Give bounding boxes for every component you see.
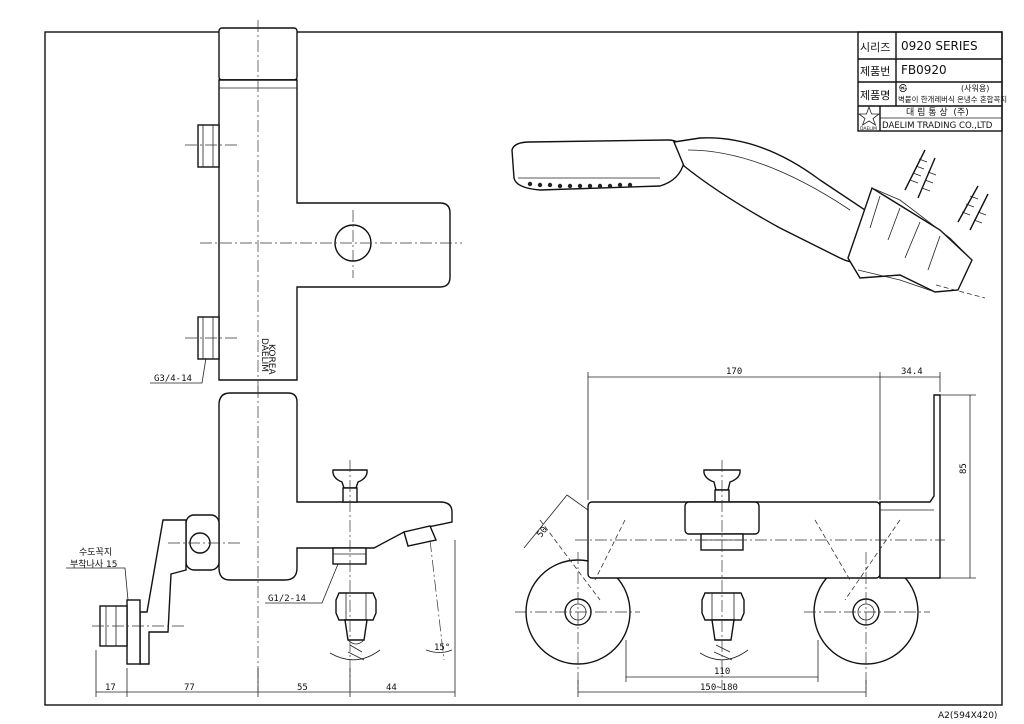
- series-value: 0920 SERIES: [901, 39, 978, 53]
- faucet-thread-label-line2: 부착나사 15: [70, 559, 117, 570]
- hand-shower-view: [511, 137, 989, 299]
- dim-55: 55: [297, 683, 308, 693]
- dim-170: 170: [726, 367, 742, 377]
- drawing-frame: [44, 31, 1003, 706]
- dim-34-4: 34.4: [901, 367, 923, 377]
- part-no-value: FB0920: [901, 63, 947, 77]
- part-no-label: 제품번: [860, 65, 890, 78]
- dim-150-180: 150~180: [700, 683, 738, 693]
- dim-50: 50: [535, 525, 550, 540]
- dim-17: 17: [105, 683, 116, 693]
- company-english: DAELIM TRADING CO.,LTD: [882, 121, 993, 131]
- product-name-line2: 벽붙이 한개레버식 온냉수 혼합꼭지: [898, 95, 1007, 104]
- dim-85: 85: [959, 463, 969, 474]
- title-block: [857, 31, 1003, 132]
- dim-angle-15: 15°: [434, 643, 450, 653]
- top-view: [150, 20, 462, 395]
- series-label: 시리즈: [860, 41, 890, 54]
- company-korean: 대 림 통 상 (주): [906, 106, 969, 118]
- dim-77: 77: [184, 683, 195, 693]
- product-name-label: 제품명: [860, 89, 890, 102]
- product-name-mark: ㉿: [899, 84, 907, 93]
- side-view: [66, 386, 456, 697]
- inlet-thread-label: G3/4-14: [154, 374, 192, 384]
- body-brand-mark: DAELIM: [259, 338, 269, 372]
- outlet-thread-label: G1/2-14: [268, 594, 306, 604]
- spray-nozzles: [527, 181, 633, 189]
- sheet-size: A2(594X420): [938, 711, 997, 721]
- dim-44: 44: [386, 683, 397, 693]
- product-name-line1: (사워용): [961, 84, 989, 93]
- body-brand-country: KOREA: [266, 344, 276, 375]
- front-view: [515, 372, 976, 697]
- star-logo-icon: [857, 105, 881, 126]
- faucet-thread-label-line1: 수도꼭지: [79, 547, 112, 558]
- mounting-screws: [904, 149, 989, 231]
- company-logo-text: DAELIM: [860, 126, 877, 132]
- dim-110: 110: [714, 667, 730, 677]
